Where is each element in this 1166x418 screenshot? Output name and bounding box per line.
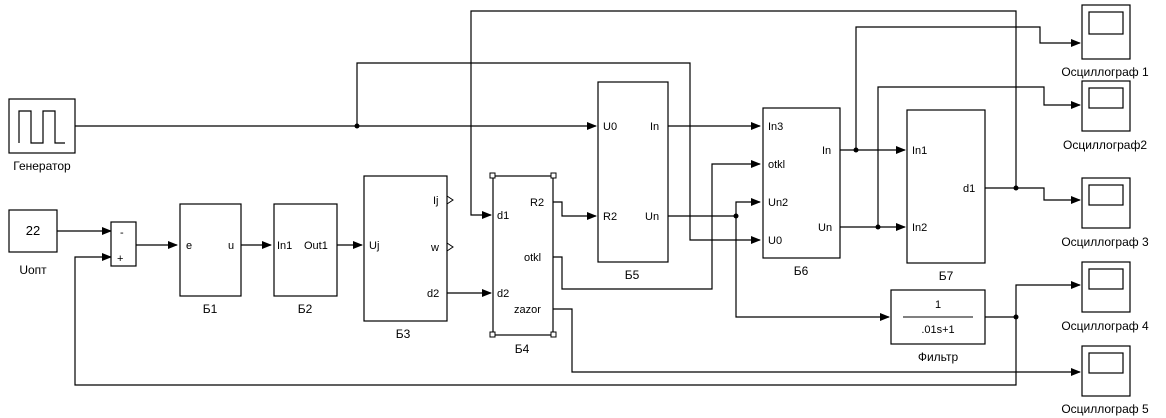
scope4-block[interactable]: Осциллограф 4 bbox=[1061, 261, 1149, 333]
scope2-label: Осциллограф2 bbox=[1063, 138, 1147, 152]
b7-port-out: d1 bbox=[963, 183, 975, 195]
b4-port-in2: d2 bbox=[497, 288, 509, 300]
filter-denominator: .01s+1 bbox=[921, 324, 954, 336]
sum-plus-sign: + bbox=[117, 253, 123, 265]
port-arrow-icon bbox=[446, 195, 454, 205]
b7-block[interactable]: In1 In2 d1 Б7 bbox=[906, 109, 986, 283]
b3-label: Б3 bbox=[396, 327, 411, 341]
b3-block[interactable]: Uj Ij w d2 Б3 bbox=[363, 175, 454, 341]
b4-label: Б4 bbox=[515, 342, 530, 356]
scope-screen-icon bbox=[1088, 87, 1124, 109]
b3-port-out3: d2 bbox=[427, 288, 439, 300]
b5-label: Б5 bbox=[625, 268, 640, 282]
wire-b4-scope5[interactable] bbox=[553, 308, 1081, 376]
wires bbox=[57, 10, 1081, 386]
scope-screen-icon bbox=[1088, 11, 1124, 35]
b2-port-out: Out1 bbox=[304, 240, 328, 252]
b2-port-in: In1 bbox=[277, 240, 292, 252]
branch-point bbox=[875, 224, 881, 230]
selection-handle[interactable] bbox=[489, 172, 496, 179]
b5-port-in2: R2 bbox=[603, 211, 617, 223]
filter-label: Фильтр bbox=[918, 350, 959, 364]
constant-label: Uопт bbox=[19, 263, 47, 277]
branch-point bbox=[1013, 314, 1019, 320]
scope4-label: Осциллограф 4 bbox=[1061, 319, 1149, 333]
wire-b6-scope2[interactable] bbox=[877, 86, 1081, 227]
wire-b4-b6-otkl[interactable] bbox=[553, 160, 761, 290]
wire-b5-b6-un2[interactable] bbox=[668, 198, 761, 217]
wire-b6-scope1[interactable] bbox=[855, 26, 1081, 150]
scope-screen-icon bbox=[1088, 352, 1124, 374]
b6-port-in2: otkl bbox=[768, 159, 785, 171]
generator-block[interactable]: Генератор bbox=[8, 98, 76, 173]
scope3-label: Осциллограф 3 bbox=[1061, 235, 1149, 249]
generator-label: Генератор bbox=[13, 159, 71, 173]
b4-port-out2: otkl bbox=[524, 252, 541, 264]
branch-point bbox=[853, 147, 859, 153]
b7-port-in2: In2 bbox=[912, 222, 927, 234]
branch-point bbox=[1013, 185, 1019, 191]
b4-port-in1: d1 bbox=[497, 210, 509, 222]
b6-label: Б6 bbox=[794, 264, 809, 278]
filter-numerator: 1 bbox=[935, 299, 941, 311]
branch-point bbox=[354, 123, 360, 129]
b7-label: Б7 bbox=[939, 269, 954, 283]
b6-port-in1: In3 bbox=[768, 121, 783, 133]
wire-b7-b4-d1[interactable] bbox=[470, 10, 1017, 219]
selection-handle[interactable] bbox=[489, 331, 496, 338]
b1-label: Б1 bbox=[203, 302, 218, 316]
wire-generator-b6-u0[interactable] bbox=[356, 62, 761, 244]
b6-port-out2: Un bbox=[818, 222, 832, 234]
wire-b7-scope3[interactable] bbox=[985, 187, 1081, 204]
pulse-icon bbox=[18, 110, 65, 144]
sum-block[interactable]: - + bbox=[110, 221, 137, 267]
b4-port-out3: zazor bbox=[514, 304, 541, 316]
scope1-label: Осциллограф 1 bbox=[1061, 65, 1149, 79]
wire-b5-filter[interactable] bbox=[735, 216, 890, 321]
b4-block[interactable]: d1 d2 R2 otkl zazor Б4 bbox=[489, 172, 557, 356]
constant-value: 22 bbox=[26, 223, 40, 238]
b3-port-out1: Ij bbox=[433, 195, 439, 207]
b5-port-in1: U0 bbox=[603, 121, 617, 133]
b5-port-out2: Un bbox=[645, 211, 659, 223]
b2-label: Б2 bbox=[298, 302, 313, 316]
b7-port-in1: In1 bbox=[912, 145, 927, 157]
sum-minus-sign: - bbox=[120, 227, 124, 239]
b6-port-in3: Un2 bbox=[768, 197, 788, 209]
b5-port-out1: In bbox=[650, 121, 659, 133]
wire-b4-b5[interactable] bbox=[553, 201, 597, 220]
b2-block[interactable]: In1 Out1 Б2 bbox=[273, 203, 338, 316]
b5-block[interactable]: U0 R2 In Un Б5 bbox=[597, 81, 669, 282]
scope-screen-icon bbox=[1088, 268, 1124, 290]
port-arrow-icon bbox=[446, 242, 454, 252]
scope-screen-icon bbox=[1088, 184, 1124, 206]
b3-port-out2: w bbox=[430, 242, 439, 254]
scope5-label: Осциллограф 5 bbox=[1061, 402, 1149, 416]
selection-handle[interactable] bbox=[550, 331, 557, 338]
b6-block[interactable]: In3 otkl Un2 U0 In Un Б6 bbox=[762, 107, 841, 278]
b3-port-in: Uj bbox=[369, 240, 379, 252]
constant-block[interactable]: 22 Uопт bbox=[8, 209, 58, 277]
selection-handle[interactable] bbox=[550, 172, 557, 179]
scope1-block[interactable]: Осциллограф 1 bbox=[1061, 4, 1149, 79]
wire-feedback-sum[interactable] bbox=[74, 253, 1017, 386]
scope5-block[interactable]: Осциллограф 5 bbox=[1061, 345, 1149, 416]
wire-filter-scope4[interactable] bbox=[985, 281, 1081, 318]
b1-block[interactable]: e u Б1 bbox=[179, 203, 242, 316]
branch-point bbox=[733, 213, 739, 219]
scope2-block[interactable]: Осциллограф2 bbox=[1063, 80, 1147, 152]
b6-port-in4: U0 bbox=[768, 235, 782, 247]
b1-port-in: e bbox=[186, 240, 192, 252]
filter-block[interactable]: 1 .01s+1 Фильтр bbox=[890, 289, 986, 364]
b1-port-out: u bbox=[228, 240, 234, 252]
b6-port-out1: In bbox=[822, 145, 831, 157]
scope3-block[interactable]: Осциллограф 3 bbox=[1061, 177, 1149, 249]
b4-port-out1: R2 bbox=[530, 197, 544, 209]
